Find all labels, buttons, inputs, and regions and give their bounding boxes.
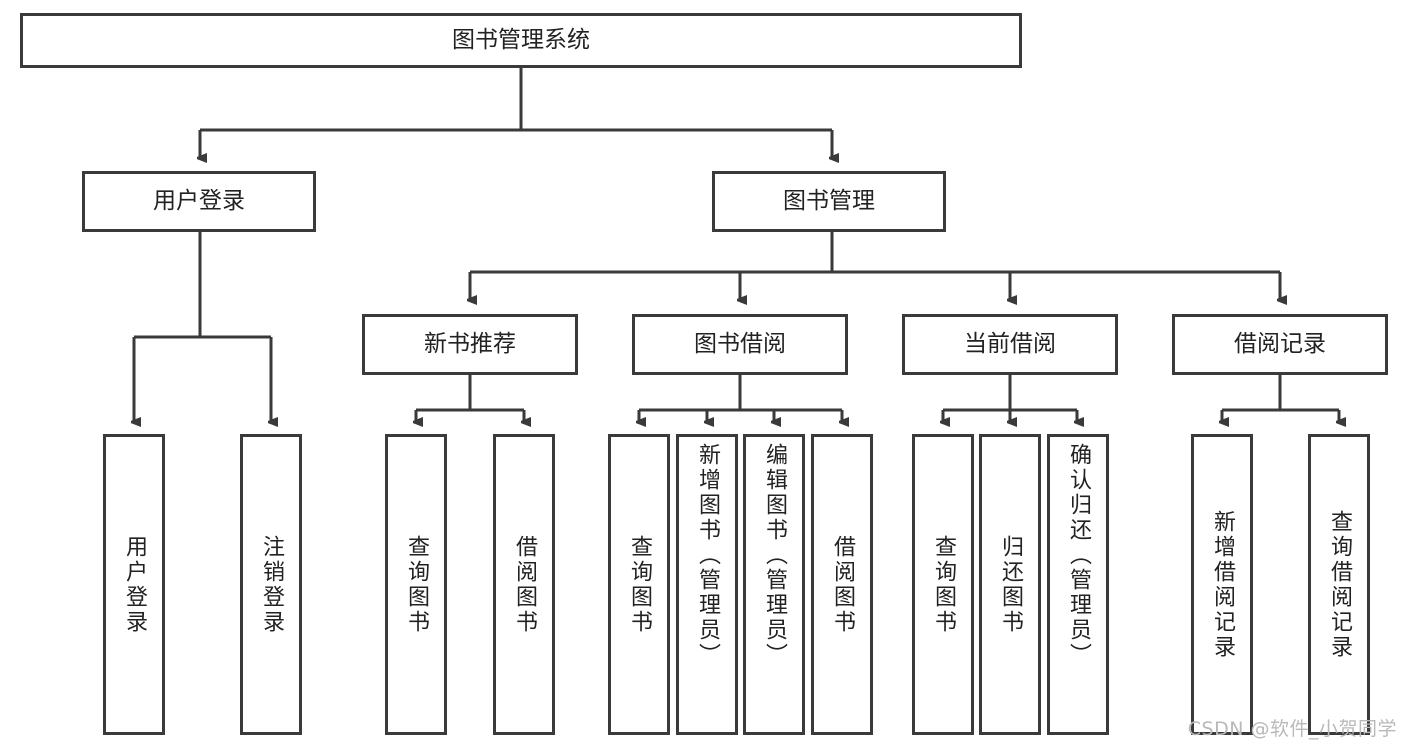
node-label: 新书推荐 xyxy=(424,330,516,357)
leaf-borrow-record-add[interactable]: 新增借阅记录 xyxy=(1191,434,1253,735)
node-current-borrow[interactable]: 当前借阅 xyxy=(902,314,1118,375)
leaf-new-book-query[interactable]: 查询图书 xyxy=(385,434,447,735)
leaf-borrow-record-query[interactable]: 查询借阅记录 xyxy=(1308,434,1370,735)
node-label: 借阅图书 xyxy=(512,534,537,635)
node-book-borrow[interactable]: 图书借阅 xyxy=(632,314,848,375)
node-label: 查询图书 xyxy=(404,534,429,635)
node-label: 当前借阅 xyxy=(964,330,1056,357)
leaf-user-login-signout[interactable]: 注销登录 xyxy=(240,434,302,735)
leaf-book-borrow-add[interactable]: 新增图书（管理员） xyxy=(676,434,738,735)
node-label: 借阅记录 xyxy=(1234,330,1326,357)
node-label: 新增借阅记录 xyxy=(1210,509,1235,660)
node-label: 编辑图书（管理员） xyxy=(762,443,787,668)
node-borrow-record[interactable]: 借阅记录 xyxy=(1172,314,1388,375)
leaf-book-borrow-edit[interactable]: 编辑图书（管理员） xyxy=(743,434,805,735)
node-label: 图书管理 xyxy=(783,187,875,214)
leaf-new-book-borrow[interactable]: 借阅图书 xyxy=(493,434,555,735)
node-root-system[interactable]: 图书管理系统 xyxy=(20,13,1022,68)
node-label: 查询借阅记录 xyxy=(1327,509,1352,660)
node-label: 用户登录 xyxy=(153,187,245,214)
leaf-current-borrow-confirm-return[interactable]: 确认归还（管理员） xyxy=(1047,434,1109,735)
leaf-book-borrow-query[interactable]: 查询图书 xyxy=(608,434,670,735)
watermark-text: CSDN @软件_小贺同学 xyxy=(1187,718,1397,740)
leaf-current-borrow-query[interactable]: 查询图书 xyxy=(912,434,974,735)
node-book-management[interactable]: 图书管理 xyxy=(712,171,946,232)
node-label: 查询图书 xyxy=(931,534,956,635)
leaf-user-login-signin[interactable]: 用户登录 xyxy=(103,434,165,735)
node-new-book-recommend[interactable]: 新书推荐 xyxy=(362,314,578,375)
leaf-current-borrow-return[interactable]: 归还图书 xyxy=(979,434,1041,735)
node-label: 图书借阅 xyxy=(694,330,786,357)
leaf-book-borrow-lend[interactable]: 借阅图书 xyxy=(811,434,873,735)
node-label: 查询图书 xyxy=(627,534,652,635)
node-user-login[interactable]: 用户登录 xyxy=(82,171,316,232)
node-label: 确认归还（管理员） xyxy=(1066,443,1091,668)
node-label: 注销登录 xyxy=(259,534,284,635)
node-label: 借阅图书 xyxy=(830,534,855,635)
node-label: 新增图书（管理员） xyxy=(695,443,720,668)
node-label: 归还图书 xyxy=(998,534,1023,635)
node-label: 用户登录 xyxy=(122,534,147,635)
node-label: 图书管理系统 xyxy=(452,26,590,53)
